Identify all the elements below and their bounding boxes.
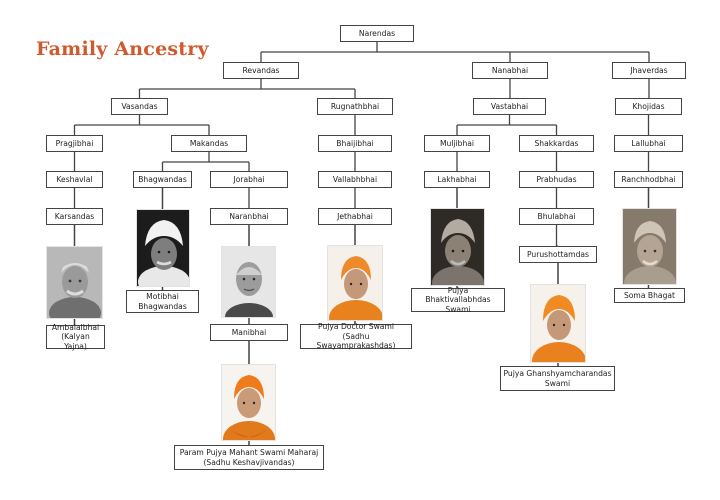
portrait-photo-manibhai xyxy=(221,364,276,441)
node-revandas: Revandas xyxy=(223,62,299,79)
node-prabhudas: Prabhudas xyxy=(519,171,594,188)
node-lallubhai: Lallubhai xyxy=(614,135,683,152)
portrait-photo-jethabhai xyxy=(327,245,383,321)
node-vasandas: Vasandas xyxy=(111,98,168,115)
node-lakhabhai: Lakhabhai xyxy=(424,171,490,188)
node-purushottamdas: Purushottamdas xyxy=(519,246,597,263)
node-doctor-swami: Pujya Doctor Swami (Sadhu Swayamprakashd… xyxy=(300,322,412,350)
node-bhulabhai: Bhulabhai xyxy=(519,208,594,225)
node-ambalalbhai: Ambalalbhai (Kalyan Yajna) xyxy=(46,323,105,351)
diagram-title: Family Ancestry xyxy=(36,38,209,60)
node-ranchhodbhai: Ranchhodbhai xyxy=(614,171,683,188)
node-soma: Soma Bhagat xyxy=(614,288,685,303)
node-nanabhai: Nanabhai xyxy=(472,62,548,79)
node-bhaktivallabhdas: Pujya Bhaktivallabhdas Swami xyxy=(411,286,505,314)
node-khojidas: Khojidas xyxy=(615,98,682,115)
node-vallabhbhai: Vallabhbhai xyxy=(318,171,392,188)
node-keshavlal: Keshavlal xyxy=(46,171,103,188)
node-motibhai: Motibhai Bhagwandas xyxy=(126,290,199,313)
node-jhaverdas: Jhaverdas xyxy=(612,62,686,79)
node-muljibhai: Muljibhai xyxy=(424,135,490,152)
node-pragjibhai: Pragjibhai xyxy=(46,135,103,152)
node-jethabhai: Jethabhai xyxy=(318,208,392,225)
node-manibhai: Manibhai xyxy=(210,324,288,341)
node-rugnathbhai: Rugnathbhai xyxy=(317,98,393,115)
portrait-photo-naranbhai xyxy=(221,246,276,318)
portrait-photo-bhagwandas xyxy=(136,209,190,287)
portrait-photo-karsandas xyxy=(46,246,103,319)
node-ghanshyam: Pujya Ghanshyamcharandas Swami xyxy=(500,366,615,391)
portrait-photo-purushottamdas xyxy=(530,284,586,363)
node-shakkardas: Shakkardas xyxy=(519,135,594,152)
node-narendas: Narendas xyxy=(340,25,414,42)
portrait-photo-lakhabhai xyxy=(430,208,485,286)
node-mahant-swami: Param Pujya Mahant Swami Maharaj (Sadhu … xyxy=(174,445,324,470)
portrait-photo-ranchhodbhai xyxy=(622,208,677,285)
node-bhagwandas: Bhagwandas xyxy=(133,171,192,188)
node-karsandas: Karsandas xyxy=(46,208,103,225)
node-jorabhai: Jorabhai xyxy=(210,171,288,188)
node-vastabhai: Vastabhai xyxy=(473,98,546,115)
node-naranbhai: Naranbhai xyxy=(210,208,288,225)
node-bhaijibhai: Bhaijibhai xyxy=(318,135,392,152)
node-makandas: Makandas xyxy=(171,135,247,152)
